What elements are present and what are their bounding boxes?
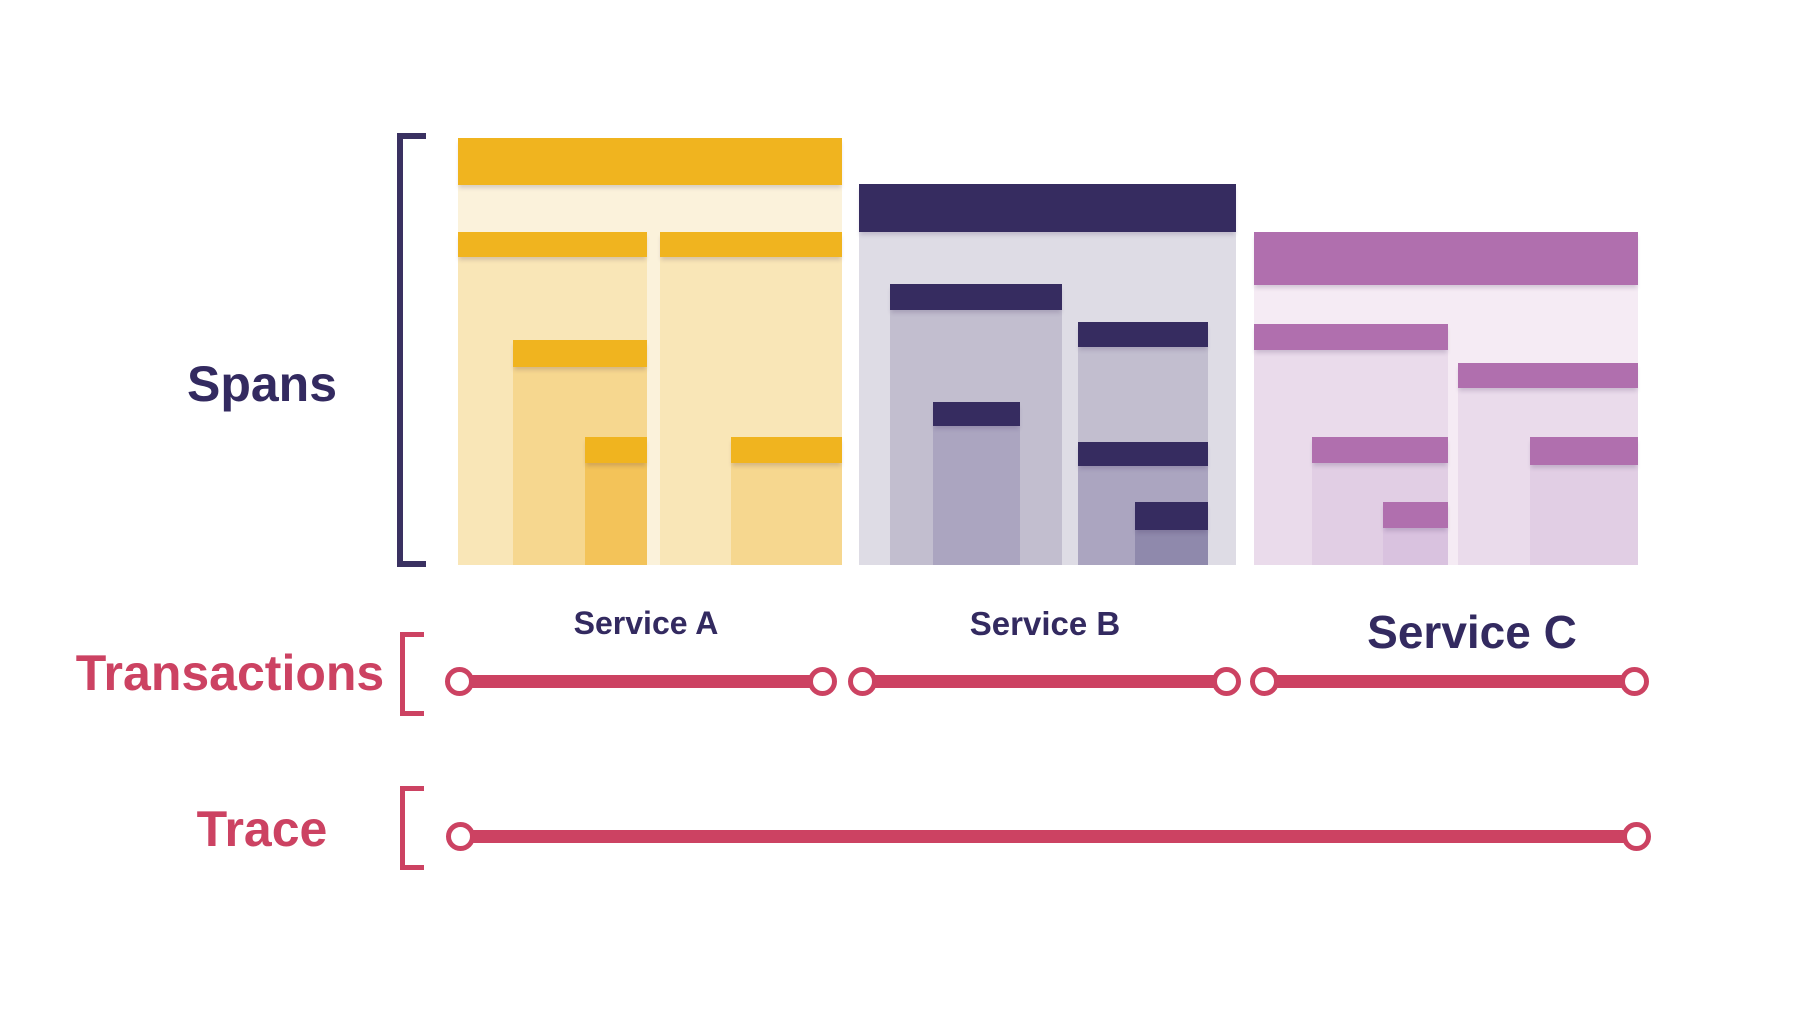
trace-label: Trace xyxy=(196,801,328,857)
transaction-end-circle-1 xyxy=(807,666,837,696)
trace-line-1 xyxy=(460,829,1636,843)
span-header-a-5 xyxy=(731,437,842,463)
root-span-bar-b xyxy=(859,184,1236,232)
trace-end-circle-1 xyxy=(1621,821,1651,851)
span-header-c-3 xyxy=(1312,437,1448,463)
span-header-a-4 xyxy=(585,437,647,463)
service-name-a: Service A xyxy=(573,605,719,641)
span-header-c-4 xyxy=(1383,502,1448,528)
spans-bracket xyxy=(397,133,426,567)
span-a-5 xyxy=(731,437,842,565)
span-c-4 xyxy=(1383,502,1448,565)
transaction-line-1 xyxy=(459,674,822,688)
span-header-c-1 xyxy=(1254,324,1448,350)
service-block-c xyxy=(1254,232,1638,565)
span-header-a-1 xyxy=(458,232,647,257)
span-header-b-1 xyxy=(890,284,1062,310)
transactions-bracket xyxy=(400,632,424,716)
transaction-line-3 xyxy=(1264,674,1634,688)
service-block-b xyxy=(859,184,1236,565)
trace-bracket xyxy=(400,786,424,870)
span-header-b-4 xyxy=(1078,442,1208,466)
service-name-c: Service C xyxy=(1367,606,1577,658)
span-header-b-5 xyxy=(1135,502,1208,530)
transaction-end-circle-2 xyxy=(1211,666,1241,696)
span-a-4 xyxy=(585,437,647,565)
root-span-bar-a xyxy=(458,138,842,185)
root-span-bar-c xyxy=(1254,232,1638,285)
span-header-c-5 xyxy=(1530,437,1638,465)
span-header-c-2 xyxy=(1458,363,1638,388)
span-header-a-2 xyxy=(660,232,842,257)
transaction-start-circle-3 xyxy=(1249,666,1279,696)
span-b-5 xyxy=(1135,502,1208,565)
span-header-b-2 xyxy=(933,402,1020,426)
span-header-a-3 xyxy=(513,340,647,367)
spans-label: Spans xyxy=(186,356,338,412)
trace-start-circle-1 xyxy=(445,821,475,851)
span-b-2 xyxy=(933,402,1020,565)
transaction-line-2 xyxy=(862,674,1226,688)
transaction-end-circle-3 xyxy=(1619,666,1649,696)
span-c-5 xyxy=(1530,437,1638,565)
service-block-a xyxy=(458,138,842,565)
transactions-label: Transactions xyxy=(75,645,385,701)
transaction-start-circle-1 xyxy=(444,666,474,696)
span-header-b-3 xyxy=(1078,322,1208,347)
transaction-start-circle-2 xyxy=(847,666,877,696)
service-name-b: Service B xyxy=(969,605,1121,642)
